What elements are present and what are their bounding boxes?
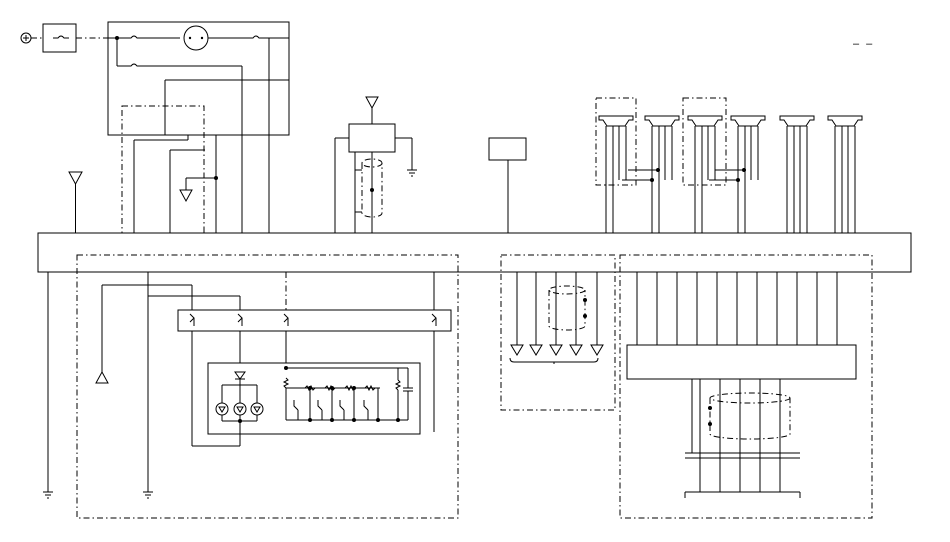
fuse-icon: [126, 63, 142, 67]
junction-dot: [650, 178, 654, 182]
connector-arrow-icon: [510, 344, 524, 356]
ground-icon: [43, 491, 53, 499]
small-module-box: [488, 137, 527, 161]
speaker-icon: [827, 115, 863, 127]
junction-dot: [656, 168, 660, 172]
connector-arrow-icon: [529, 344, 543, 356]
ground-icon: [143, 491, 153, 499]
fuse-relay-block: [107, 21, 290, 136]
speaker-icon: [779, 115, 815, 127]
fuse-icon: [53, 35, 69, 39]
speaker-icon: [598, 115, 634, 127]
bracket: [509, 357, 599, 363]
diode-icon: [234, 371, 246, 380]
switch-contact-icon: [189, 313, 437, 326]
antenna-amplifier-box: [348, 123, 396, 153]
shielded-cable-icon: [709, 392, 791, 440]
lower-right-module: [619, 254, 873, 519]
speaker-icon: [687, 115, 723, 127]
speaker-icon: [644, 115, 680, 127]
speaker-icon: [827, 115, 863, 127]
fuse-icon: [248, 35, 264, 39]
fuse-icon: [126, 35, 142, 39]
switch-connector-strip: [177, 309, 452, 332]
speaker-group-dashed: [595, 97, 637, 186]
antenna-icon: [365, 96, 379, 110]
connector-arrow-icon: [95, 370, 109, 384]
shielded-cable-icon: [548, 285, 586, 331]
speaker-icon: [779, 115, 815, 127]
speaker-icon: [730, 115, 766, 127]
connector-arrow-icon: [179, 189, 193, 203]
battery-plus-icon: [20, 32, 32, 44]
amplifier-box: [626, 344, 857, 380]
resistor-icon: [394, 379, 402, 391]
lower-middle-module: [500, 254, 616, 411]
connector-arrow-icon: [569, 344, 583, 356]
speaker-icon: [644, 115, 680, 127]
connector-arrow-icon: [549, 344, 563, 356]
speaker-icon: [687, 115, 723, 127]
connector-arrow-icon: [590, 344, 604, 356]
junction-dot: [742, 168, 746, 172]
ground-icon: [407, 169, 417, 177]
lower-left-module: [76, 254, 459, 519]
main-unit-bar: [37, 232, 912, 273]
speaker-icon: [730, 115, 766, 127]
speaker-group-dashed: [682, 97, 727, 186]
shielded-cable-icon: [361, 158, 383, 218]
speaker-icon: [598, 115, 634, 127]
resistor-icon: [282, 377, 290, 389]
antenna-icon: [68, 171, 83, 186]
junction-dot: [736, 178, 740, 182]
corner-mark: – –: [853, 38, 875, 50]
main-fuse-box: [42, 23, 77, 53]
switch-contact-icon: [293, 400, 369, 420]
